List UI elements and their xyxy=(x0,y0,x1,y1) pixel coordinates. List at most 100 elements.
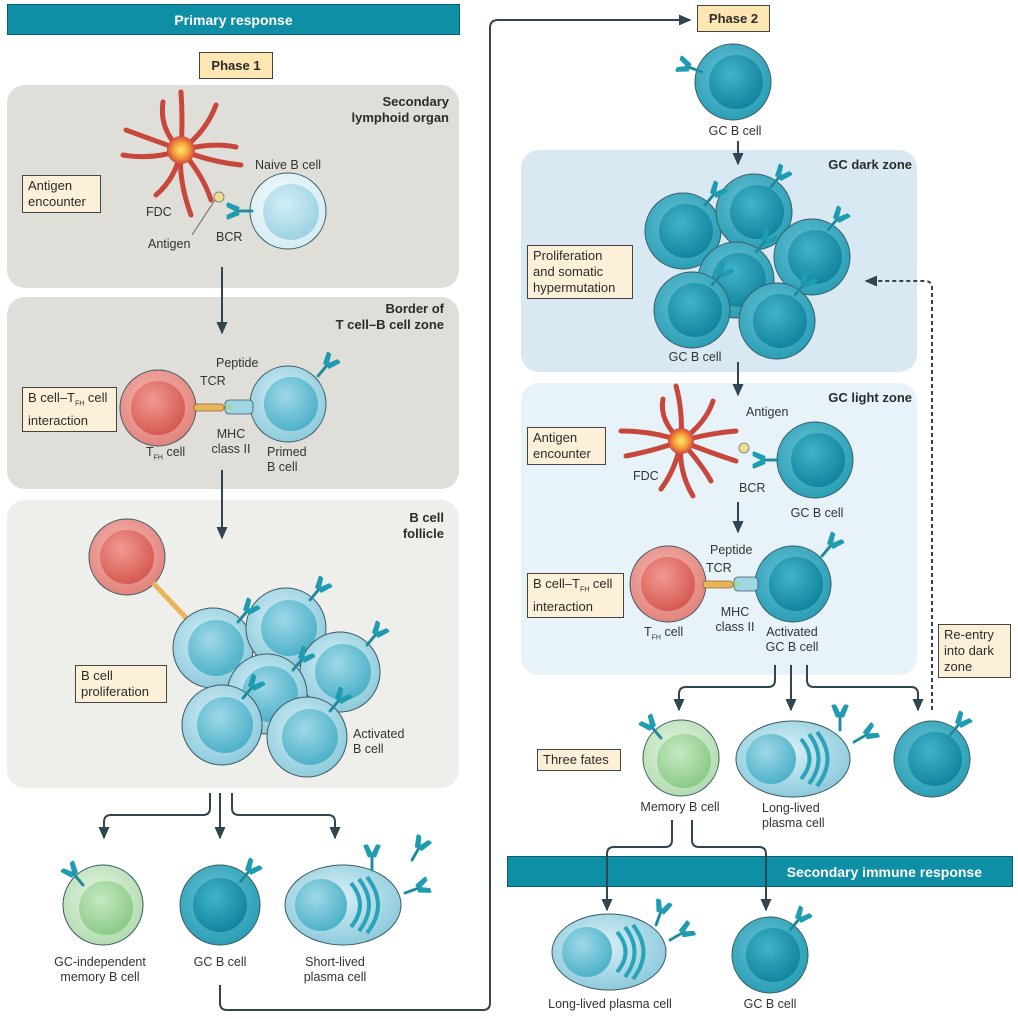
note-line: B cell–TFH cell xyxy=(533,576,618,599)
label-line: Primed xyxy=(267,445,307,459)
phase-1-label: Phase 1 xyxy=(211,58,261,73)
label-line: Activated xyxy=(353,727,405,741)
label-line: plasma cell xyxy=(762,816,825,830)
label-line: MHC xyxy=(720,605,750,619)
zone-line: follicle xyxy=(402,526,444,541)
note-line: B cell–TFH cell xyxy=(28,390,111,413)
note-line: Antigen xyxy=(533,430,578,445)
note-line: Proliferation xyxy=(533,248,603,263)
arrow-to-memory-b-cell xyxy=(673,665,776,712)
label-mhc-1: MHC class II xyxy=(208,427,254,457)
label-line: B cell xyxy=(353,742,384,756)
arrow-to-reentry-cell xyxy=(806,665,924,712)
label-line: class II xyxy=(211,442,251,456)
tcr-2 xyxy=(702,580,734,589)
tfh-cell-3 xyxy=(629,545,707,623)
note-three-fates: Three fates xyxy=(537,749,621,771)
label-activated-gc-b-cell: Activated GC B cell xyxy=(757,625,827,655)
label-line: GC-independent xyxy=(54,955,146,969)
antigen-2 xyxy=(738,442,750,454)
gc-b-cell-primary xyxy=(179,864,261,946)
text: cell xyxy=(162,445,186,459)
note-antigen-encounter-2: Antigen encounter xyxy=(527,427,606,465)
arrow-to-short-lived-plasma xyxy=(231,793,341,840)
note-line: proliferation xyxy=(81,684,149,699)
gc-b-cell-secondary xyxy=(731,916,809,994)
label-tfh-cell-1: TFH cell xyxy=(146,445,185,466)
note-reentry: Re-entry into dark zone xyxy=(938,624,1011,678)
mhc-1 xyxy=(224,399,254,415)
zone-secondary-lymphoid-organ: Secondary lymphoid organ xyxy=(352,94,450,126)
label-antigen-2: Antigen xyxy=(746,405,789,419)
secondary-response-title: Secondary immune response xyxy=(786,863,982,880)
label-line: memory B cell xyxy=(60,970,140,984)
note-line: into dark xyxy=(944,643,994,658)
label-memory-b-cell: Memory B cell xyxy=(640,800,720,814)
note-line: zone xyxy=(944,659,973,674)
label-gc-b-cell-phase2: GC B cell xyxy=(708,124,762,138)
label-naive-b-cell: Naive B cell xyxy=(255,158,321,172)
arrow-reentry-dark-zone xyxy=(864,275,933,710)
note-line: encounter xyxy=(533,446,591,461)
note-line: interaction xyxy=(28,412,88,428)
primary-response-banner: Primary response xyxy=(7,4,460,35)
text: B cell–T xyxy=(28,390,75,405)
arrow-memory-to-gc-b-cell xyxy=(691,820,772,912)
zone-gc-dark: GC dark zone xyxy=(828,157,912,172)
zone-line: lymphoid organ xyxy=(351,110,450,125)
arrow-to-phase-2 xyxy=(219,14,692,1011)
tcr-1 xyxy=(193,403,225,412)
short-lived-plasma-cell xyxy=(284,864,402,946)
label-primed-b-cell: Primed B cell xyxy=(267,445,307,475)
label-line: class II xyxy=(715,620,755,634)
bcr-1 xyxy=(226,202,254,220)
zone-border-tb: Border of T cell–B cell zone xyxy=(336,301,444,333)
zone-line: Secondary xyxy=(382,94,449,109)
zone-gc-light: GC light zone xyxy=(828,390,912,405)
label-gc-b-cell-primary: GC B cell xyxy=(193,955,247,969)
gc-dark-zone-cluster xyxy=(644,163,851,360)
label-antigen-1: Antigen xyxy=(148,237,191,251)
gc-b-cell-phase2 xyxy=(694,43,772,121)
label-line: MHC xyxy=(216,427,246,441)
label-long-lived-plasma-fate: Long-lived plasma cell xyxy=(762,801,825,831)
phase-2-label: Phase 2 xyxy=(708,11,759,26)
label-line: Activated xyxy=(766,625,818,639)
long-lived-plasma-cell-fate xyxy=(735,720,851,798)
subscript: FH xyxy=(153,454,163,462)
subscript: FH xyxy=(579,586,590,594)
zone-line: B cell xyxy=(409,510,444,525)
zone-line: T cell–B cell zone xyxy=(335,317,444,332)
subscript: FH xyxy=(74,400,85,408)
activated-gc-b-cell xyxy=(754,545,832,623)
label-peptide-2: Peptide xyxy=(710,543,753,557)
label-bcr-2: BCR xyxy=(739,481,766,495)
text: T xyxy=(146,445,154,459)
label-line: Long-lived xyxy=(762,801,820,815)
peptide-1 xyxy=(226,404,232,410)
note-antigen-encounter-1: Antigen encounter xyxy=(22,175,101,213)
label-line: GC B cell xyxy=(765,640,819,654)
fdc-cell-2 xyxy=(618,383,739,499)
phase-2-box: Phase 2 xyxy=(697,5,770,32)
label-gc-b-cell-dark: GC B cell xyxy=(668,350,722,364)
note-line: interaction xyxy=(533,598,593,614)
note-b-cell-proliferation: B cell proliferation xyxy=(75,665,167,703)
tcr-2 xyxy=(151,581,192,624)
label-fdc-2: FDC xyxy=(633,469,659,483)
note-line: Antigen xyxy=(28,178,73,193)
text: cell xyxy=(589,576,613,591)
text: B cell–T xyxy=(533,576,580,591)
label-tfh-cell-2: TFH cell xyxy=(644,625,683,646)
antigen-pointer-1 xyxy=(191,199,216,236)
arrow-memory-to-long-lived xyxy=(601,820,673,912)
reentry-gc-b-cell xyxy=(893,720,971,798)
text: cell xyxy=(660,625,684,639)
label-gc-independent-memory: GC-independent memory B cell xyxy=(45,955,155,985)
primary-response-title: Primary response xyxy=(174,11,293,28)
subscript: FH xyxy=(651,634,661,642)
tfh-cell-2 xyxy=(88,518,166,596)
note-line: and somatic xyxy=(533,264,604,279)
note-line: B cell xyxy=(81,668,113,683)
